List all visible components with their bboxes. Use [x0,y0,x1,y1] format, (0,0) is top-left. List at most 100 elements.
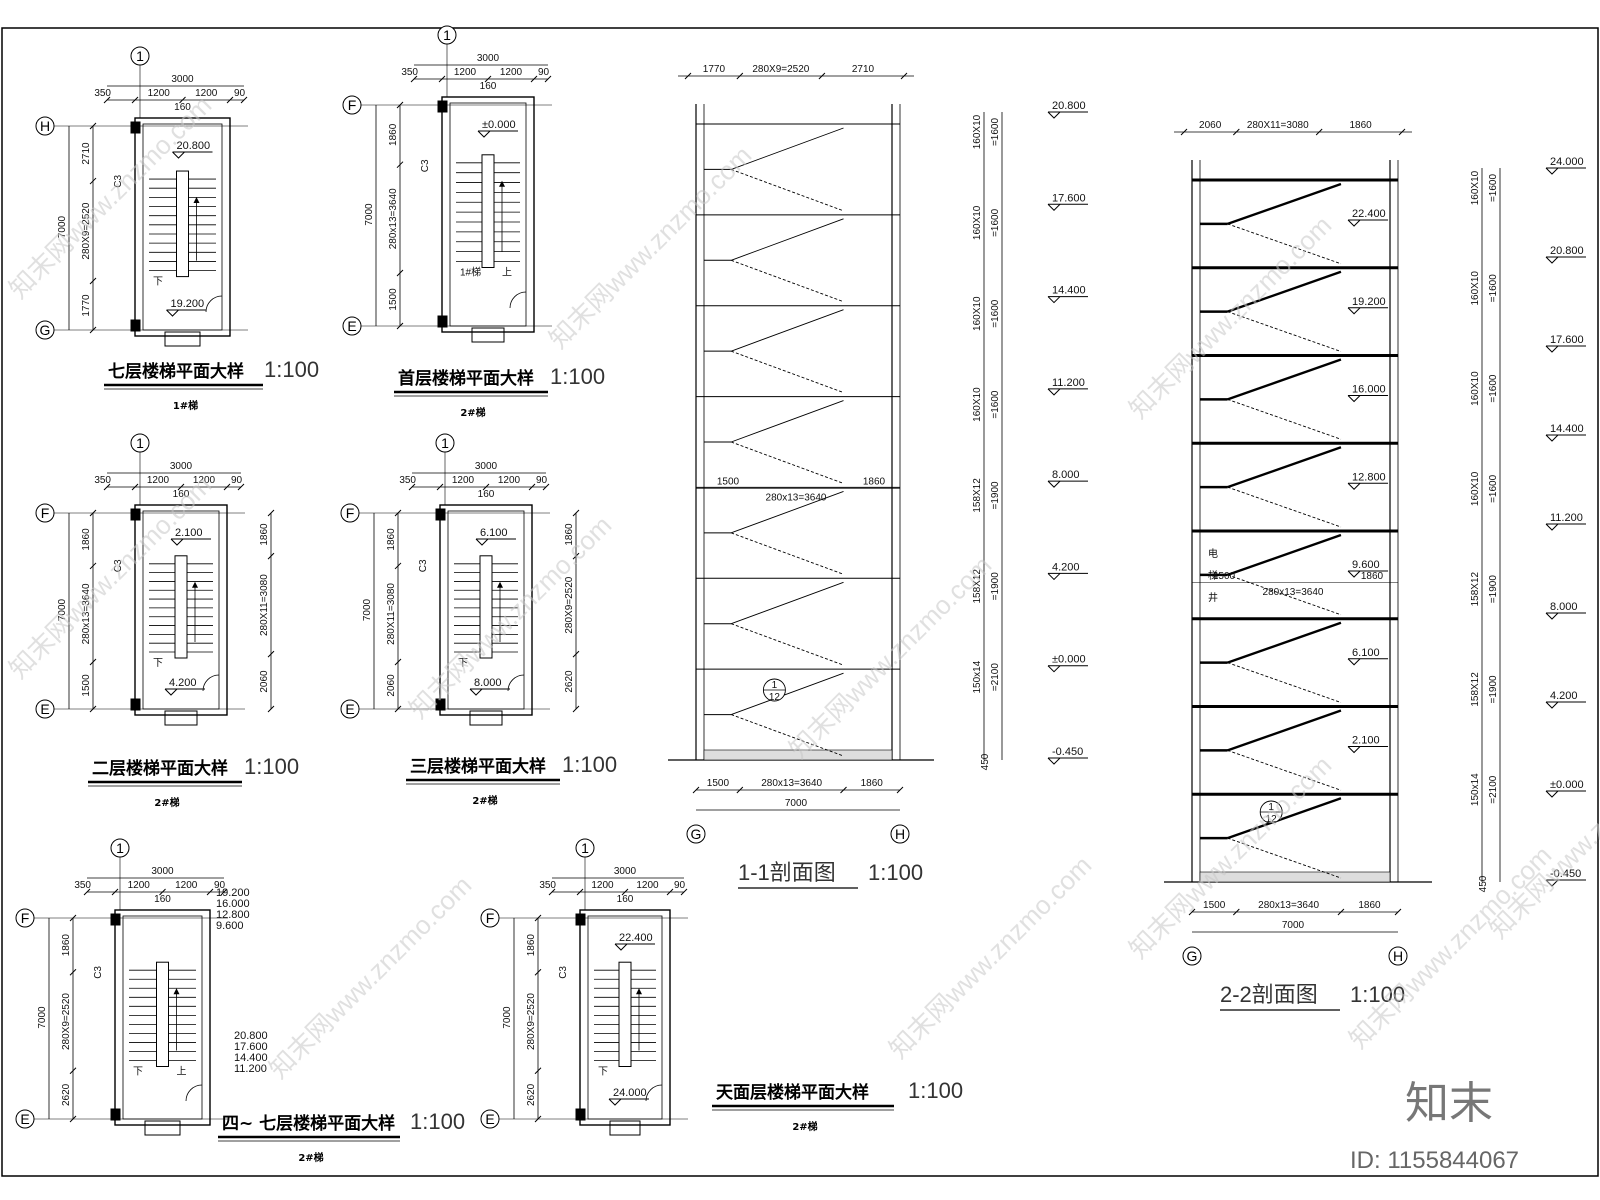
vdim-steps: 150x14 [972,660,983,693]
level-mark: ±0.000 [477,119,518,138]
dim-tick [1232,128,1240,136]
level-value: 22.400 [619,932,653,944]
dim-right: 2060 [259,670,270,693]
vdim-steps: 160X10 [972,296,983,331]
dim-gap: 160 [154,894,171,905]
grid-axis-bubble: 1 [435,433,455,453]
grid-axis-label: E [40,701,49,717]
door-opening [471,327,505,343]
level-value: -0.450 [1550,868,1581,880]
detail-scale: 1:100 [908,1078,963,1103]
grid-axis-label: 1 [581,840,589,856]
level-value: 6.100 [1352,647,1380,659]
dim-tick [840,786,847,794]
level-list: 14.400 [234,1052,268,1064]
dim-landing: 1860 [81,528,92,551]
level-triangle [614,943,628,951]
column [437,315,448,328]
detail-title: 三层楼梯平面大样 [410,756,546,777]
grid-axis-label: 1 [136,48,144,64]
level-mark: 22.400 [614,932,655,951]
dim-gap: 160 [174,102,191,113]
dim-tick [267,705,275,713]
dim-tick [572,650,580,658]
dim-overall-vertical: 7000 [364,203,375,226]
detail-scale: 1:100 [244,754,299,779]
dim-tick [736,786,744,794]
dim-tick [103,96,111,104]
stair-wall-inner [449,102,527,327]
dim-flight: 1200 [193,475,216,486]
detail-title: 二层楼梯平面大样 [92,758,228,779]
grid-axis-label: E [347,318,356,334]
dim-landing: 1860 [61,934,72,957]
level-value: ±0.000 [482,119,516,131]
detail-number: 1 [772,680,778,691]
detail-title: 七层楼梯平面大样 [108,361,244,382]
level-triangle [1047,203,1061,211]
stair-well [479,555,493,659]
dim-flight: 1200 [147,475,170,486]
level-triangle [1047,111,1061,119]
level-mark: 11.200 [1545,512,1586,531]
dim-tick [103,483,111,491]
dim-landing: 1500 [388,288,399,311]
dim-tick [69,968,77,976]
grid-axis-label: F [486,910,495,926]
grid-axis-label: 1 [116,840,124,856]
dim-flight: 1200 [591,880,614,891]
vdim-steps: 160X10 [972,114,983,149]
grid-axis-bubble: E [342,316,362,336]
grid-axis-label: G [40,322,51,338]
stair-wall-outer [441,96,535,333]
dim-tick [223,483,231,491]
grid-axis-label: F [346,505,355,521]
column [110,1108,121,1121]
dim-tick [576,888,584,896]
dim-right: 1860 [259,523,270,546]
dim-run: 280X9=2520 [61,993,72,1050]
grid-axis-bubble: 1 [575,838,595,858]
vdim-height: =1600 [990,118,1001,147]
level-triangle [1047,757,1061,765]
dim-tick [394,509,402,517]
level-value: 4.200 [1052,561,1080,573]
level-value: 11.200 [1052,377,1085,389]
dim-tick [1315,128,1323,136]
stair-wall-outer [134,117,231,337]
level-value: 17.600 [1052,192,1086,204]
stair-flight [1227,574,1342,616]
dim-tick [396,101,404,109]
stair-treads [168,969,196,1061]
dim-tick [528,483,536,491]
dim-mid: 1860 [863,476,886,487]
grid-axis-bubble: 1 [110,838,130,858]
stair-treads [188,178,216,272]
column [437,100,448,113]
level-value: 20.800 [1550,245,1584,257]
dim-tick [534,1067,542,1075]
detail-number: 1 [1268,802,1274,813]
detail-subtitle: 1#梯 [173,399,198,412]
level-mark: 6.100 [475,527,516,546]
level-triangle [1347,482,1361,490]
level-value: 14.400 [1052,285,1086,297]
level-value: 19.200 [1352,296,1386,308]
dim-tick [220,888,228,896]
dim-tick [621,888,629,896]
stair-wall-outer [439,504,533,716]
level-mark: 20.800 [1047,100,1088,119]
vdim-steps: 158X12 [1470,571,1481,606]
grid-axis-bubble: G [35,320,55,340]
level-mark: 8.000 [1047,469,1088,488]
stair-treads [149,563,175,653]
level-mark: 11.200 [1047,377,1088,396]
elevator-shaft-label: 电 [1208,547,1218,560]
level-triangle [1347,395,1361,403]
dim-tick [69,1067,77,1075]
door-swing [509,291,527,309]
dim-mid: 1500 [717,476,740,487]
vdim-steps: 160X10 [1470,271,1481,306]
door-swing [185,1084,203,1102]
